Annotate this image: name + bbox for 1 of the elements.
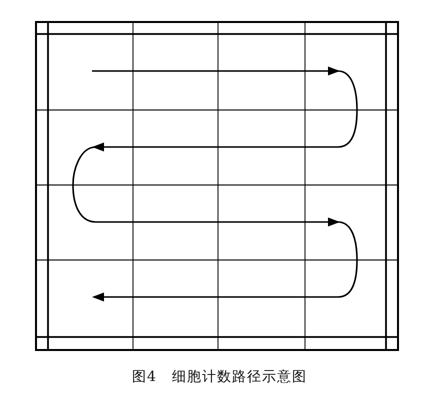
figure-caption: 图4 细胞计数路径示意图 <box>131 368 308 386</box>
